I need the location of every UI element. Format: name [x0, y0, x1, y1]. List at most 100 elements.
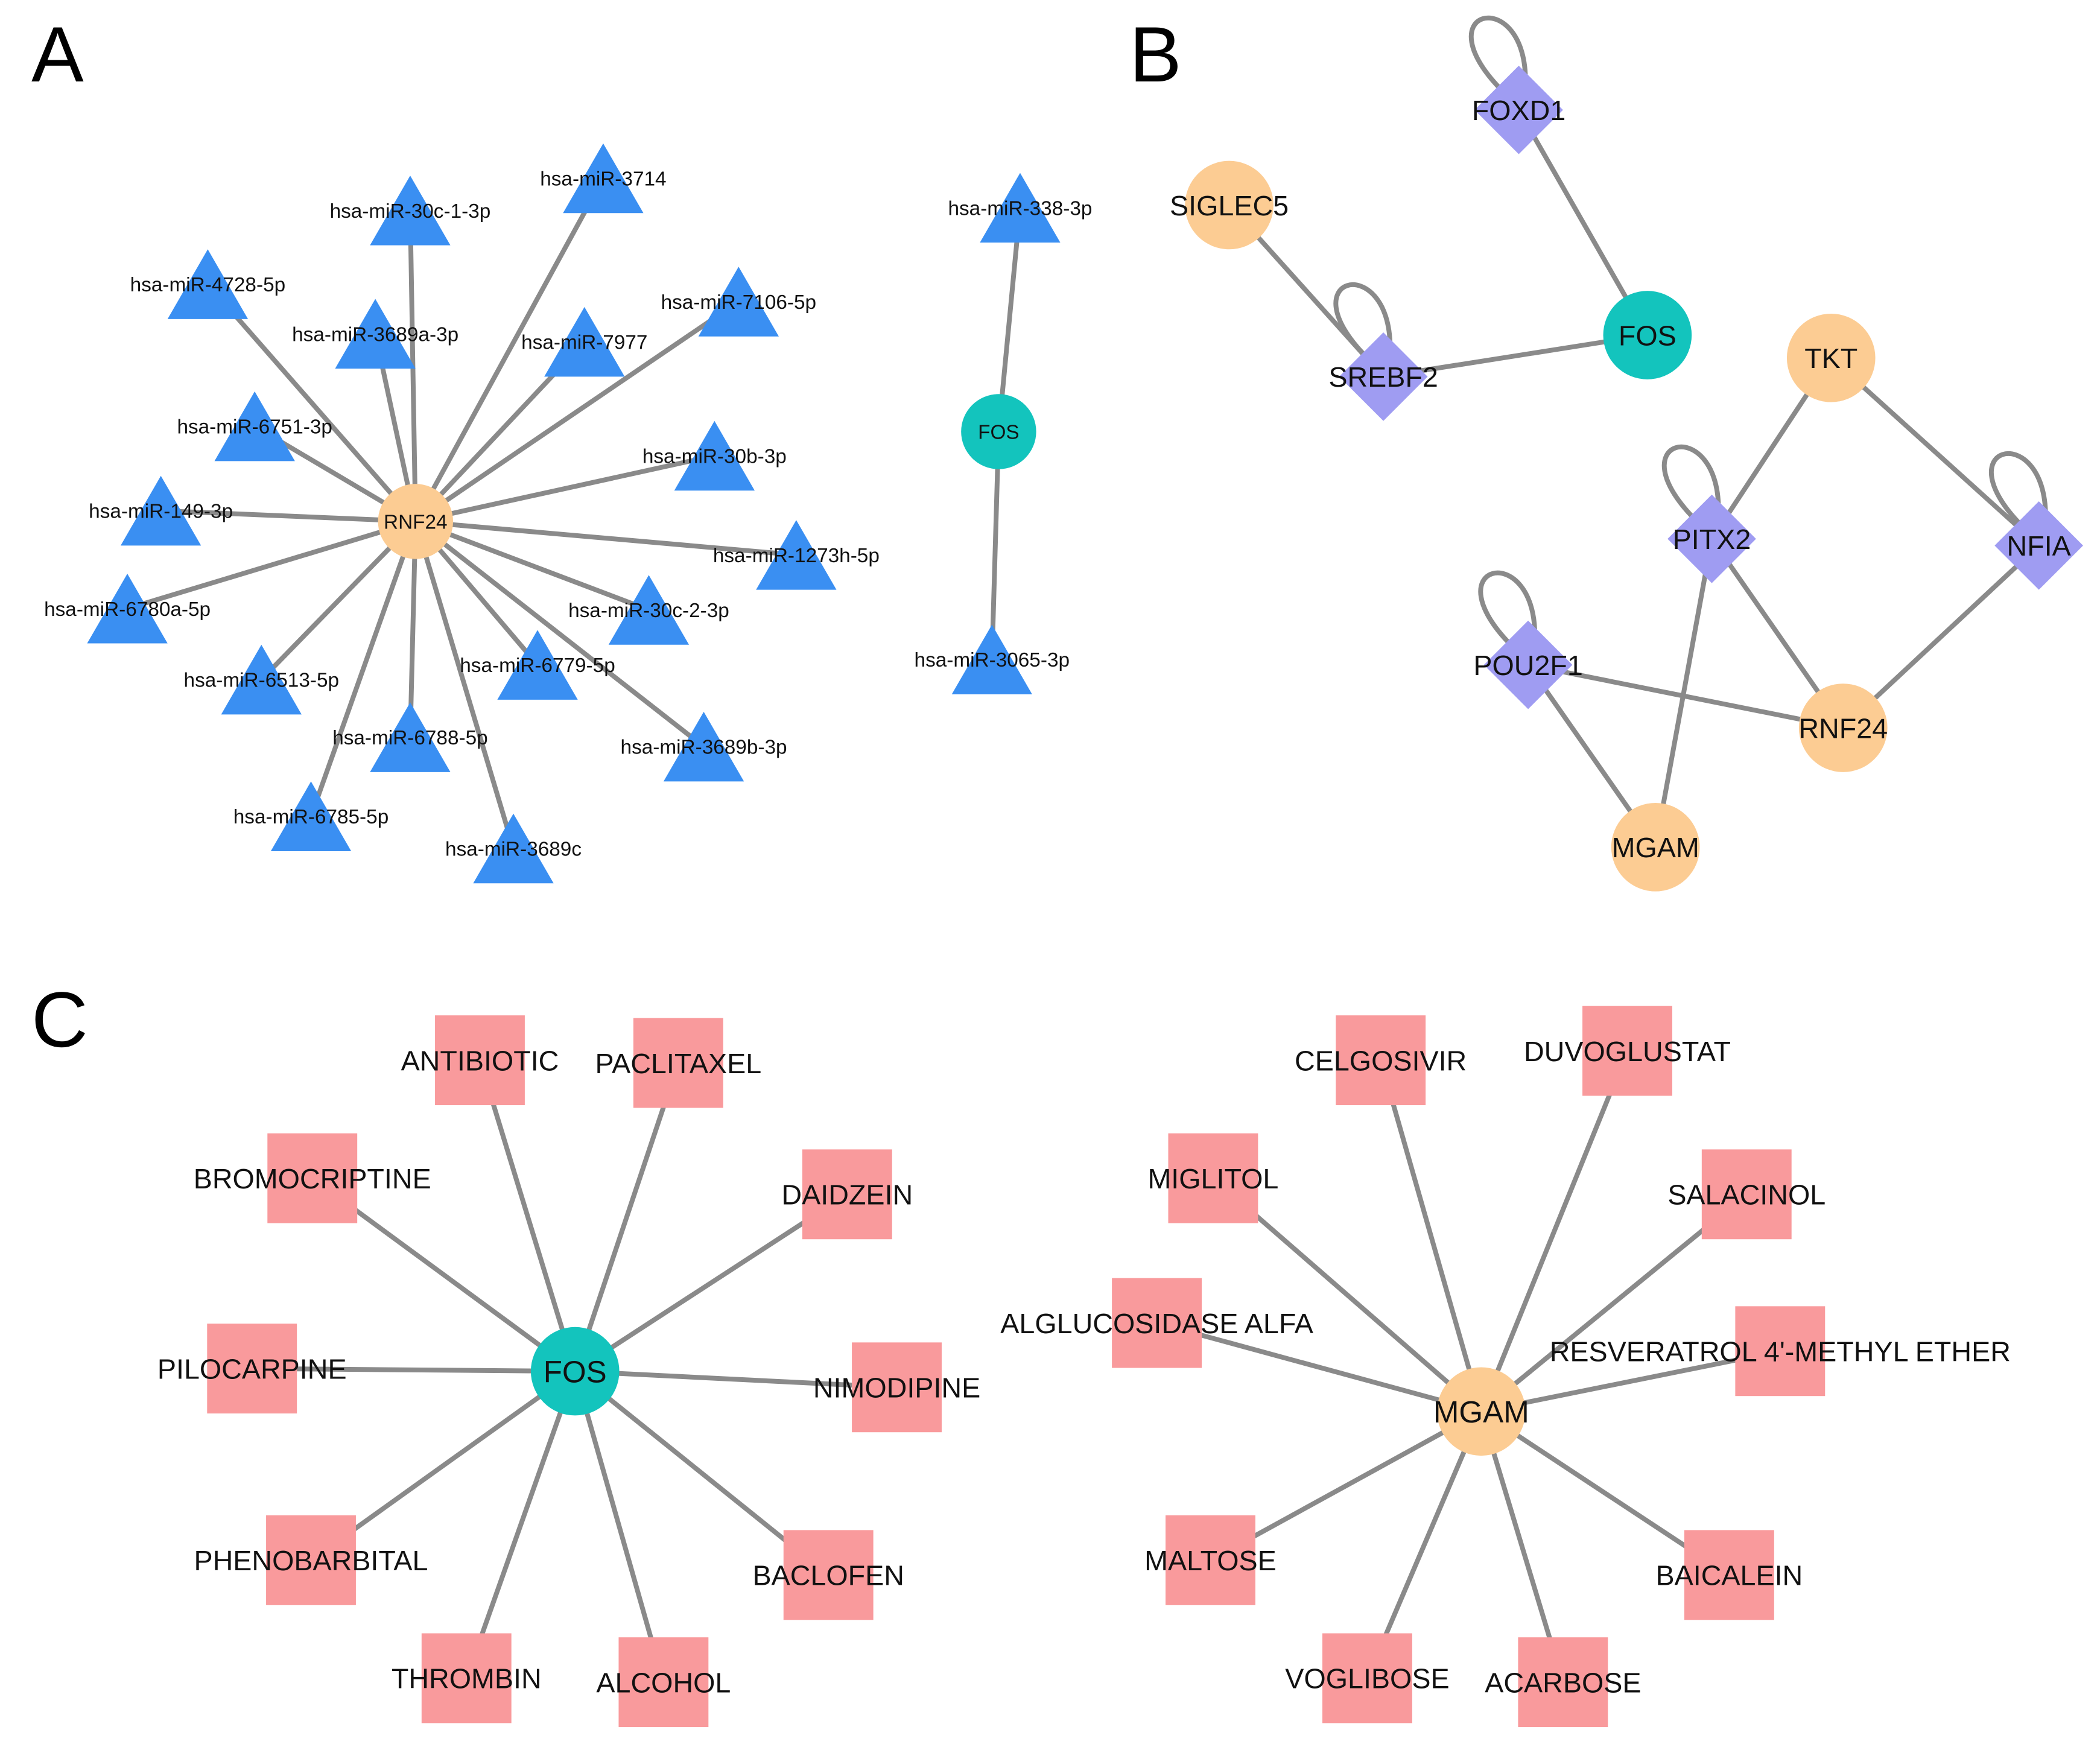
node-label-duvoglustat: DUVOGLUSTAT	[1524, 1036, 1731, 1067]
node-m6780a[interactable]	[87, 574, 168, 644]
node-label-maltose: MALTOSE	[1144, 1545, 1277, 1576]
edge-RNF24-m6785	[308, 519, 418, 819]
node-nimodipine[interactable]	[852, 1342, 942, 1433]
node-SIGLEC5[interactable]	[1185, 160, 1274, 250]
node-m3065[interactable]	[951, 624, 1032, 694]
node-label-POU2F1: POU2F1	[1473, 650, 1583, 681]
node-bromocriptine[interactable]	[267, 1133, 358, 1223]
node-label-m149: hsa-miR-149-3p	[89, 501, 233, 523]
tf-diamond	[1483, 620, 1573, 709]
node-m30c1[interactable]	[370, 176, 451, 246]
node-alglucosidase[interactable]	[1112, 1278, 1202, 1368]
node-resveratrol[interactable]	[1735, 1306, 1826, 1397]
edge-POU2F1-RNF24_B	[1526, 662, 1846, 731]
labels-layer: RNF24hsa-miR-3714hsa-miR-30c-1-3phsa-miR…	[44, 95, 2072, 1698]
drug-square	[1322, 1633, 1412, 1723]
node-label-m3689c: hsa-miR-3689c	[445, 839, 582, 861]
edge-RNF24-m7106	[413, 299, 741, 524]
node-label-FOXD1: FOXD1	[1472, 95, 1566, 126]
edge-RNF24-m3689c	[413, 519, 516, 851]
node-label-m338: hsa-miR-338-3p	[948, 197, 1092, 220]
drug-square	[1582, 1006, 1672, 1096]
node-TKT[interactable]	[1786, 313, 1876, 402]
node-label-FOS_B: FOS	[1619, 320, 1677, 351]
node-alcohol[interactable]	[618, 1637, 709, 1728]
node-antibiotic[interactable]	[435, 1015, 525, 1106]
self-loop-SREBF2	[1333, 282, 1393, 363]
node-m1273h[interactable]	[756, 520, 837, 590]
node-maltose[interactable]	[1166, 1515, 1255, 1605]
edge-MGAM_C-celgosivir	[1378, 1057, 1484, 1414]
node-m6751[interactable]	[214, 391, 295, 461]
node-baclofen[interactable]	[783, 1530, 874, 1620]
node-label-alcohol: ALCOHOL	[596, 1667, 731, 1698]
self-loop-NFIA	[1988, 451, 2048, 532]
node-label-baicalein: BAICALEIN	[1656, 1560, 1803, 1591]
drug-square	[435, 1015, 525, 1106]
node-m6788[interactable]	[370, 702, 451, 772]
node-duvoglustat[interactable]	[1582, 1006, 1672, 1096]
node-m149[interactable]	[120, 475, 201, 546]
node-NFIA[interactable]	[1994, 501, 2083, 590]
mirna-triangle	[370, 702, 451, 772]
mirna-triangle	[663, 711, 744, 782]
mirna-triangle	[698, 267, 779, 337]
node-MGAM_C[interactable]	[1436, 1367, 1526, 1456]
mirna-triangle	[120, 475, 201, 546]
edge-RNF24-m3689b	[413, 519, 706, 749]
drug-square	[783, 1530, 874, 1620]
node-PITX2[interactable]	[1667, 494, 1756, 583]
node-m6513[interactable]	[221, 644, 302, 715]
node-FOS_A[interactable]	[961, 394, 1036, 469]
node-label-m30c1: hsa-miR-30c-1-3p	[330, 200, 491, 223]
node-daidzein[interactable]	[802, 1149, 892, 1240]
node-label-m3065: hsa-miR-3065-3p	[915, 649, 1070, 671]
edge-RNF24-m4728	[205, 282, 418, 524]
node-m3714[interactable]	[563, 143, 644, 214]
node-m6785[interactable]	[270, 781, 352, 851]
node-thrombin[interactable]	[421, 1633, 512, 1723]
node-baicalein[interactable]	[1684, 1530, 1774, 1620]
drug-square	[852, 1342, 942, 1433]
node-phenobarbital[interactable]	[266, 1515, 356, 1605]
drug-square	[267, 1133, 358, 1223]
node-label-m4728: hsa-miR-4728-5p	[130, 274, 285, 296]
node-m3689b[interactable]	[663, 711, 744, 782]
node-m6779[interactable]	[497, 630, 578, 700]
node-m30b[interactable]	[674, 420, 755, 491]
node-m7977[interactable]	[544, 306, 625, 377]
node-celgosivir[interactable]	[1336, 1015, 1426, 1106]
node-FOS_C[interactable]	[530, 1327, 620, 1416]
node-m7106[interactable]	[698, 267, 779, 337]
mirna-triangle	[756, 520, 837, 590]
drug-square	[207, 1324, 297, 1414]
node-FOS_B[interactable]	[1603, 291, 1692, 379]
node-m30c2[interactable]	[608, 575, 690, 645]
node-pilocarpine[interactable]	[207, 1324, 297, 1414]
node-label-m1273h: hsa-miR-1273h-5p	[713, 545, 880, 567]
node-FOXD1[interactable]	[1474, 65, 1563, 154]
gene-circle	[1798, 683, 1888, 772]
node-SREBF2[interactable]	[1339, 332, 1428, 421]
node-RNF24[interactable]	[378, 484, 454, 559]
node-RNF24_B[interactable]	[1798, 683, 1888, 772]
node-m4728[interactable]	[167, 249, 249, 319]
drug-square	[266, 1515, 356, 1605]
edge-FOS_C-paclitaxel	[573, 1061, 681, 1374]
node-label-TKT: TKT	[1804, 343, 1857, 374]
node-POU2F1[interactable]	[1483, 620, 1573, 709]
drug-square	[1684, 1530, 1774, 1620]
node-MGAM_B[interactable]	[1611, 802, 1700, 892]
node-m338[interactable]	[980, 173, 1061, 243]
node-voglibose[interactable]	[1322, 1633, 1412, 1723]
node-label-voglibose: VOGLIBOSE	[1285, 1663, 1449, 1695]
node-m3689c[interactable]	[473, 813, 554, 884]
node-salacinol[interactable]	[1701, 1149, 1792, 1240]
node-acarbose[interactable]	[1518, 1637, 1608, 1728]
node-miglitol[interactable]	[1168, 1133, 1258, 1223]
mirna-triangle	[167, 249, 249, 319]
node-m3689a[interactable]	[335, 299, 416, 369]
node-paclitaxel[interactable]	[633, 1018, 723, 1108]
drug-square	[618, 1637, 709, 1728]
edge-FOS_C-alcohol	[573, 1369, 666, 1685]
